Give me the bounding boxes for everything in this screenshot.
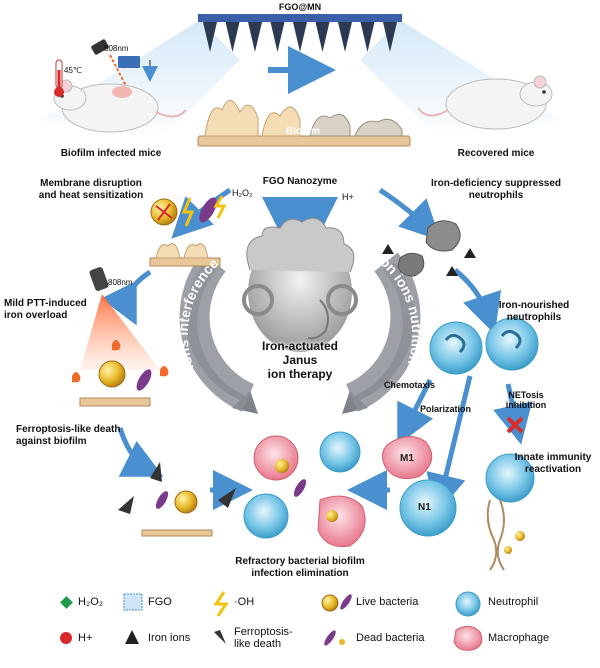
biofilm-base: [197, 100, 411, 147]
membrane-disruption-label: Membrane disruption and heat sensitizati…: [38, 178, 144, 201]
m1-macrophage: [382, 436, 433, 480]
recovered-mice-caption: Recovered mice: [457, 148, 535, 159]
legend-iron-ions: Iron ions: [148, 632, 191, 644]
microneedle-device: [198, 14, 402, 52]
fgo-icon: [123, 593, 143, 611]
microneedle: [383, 22, 397, 52]
iron-nourished-label: Iron-nourished neutrophils: [498, 300, 570, 323]
mild-ptt-label: Mild PTT-induced iron overload: [4, 298, 87, 321]
neutrophil-pair: [429, 317, 539, 375]
laser-label-top: 808nm: [104, 44, 129, 53]
thermometer: [54, 59, 64, 97]
legend-macrophage: Macrophage: [488, 632, 550, 644]
legend-neutrophil: Neutrophil: [488, 596, 539, 608]
legend-hydroxyl: ·OH: [234, 596, 255, 608]
laser-ptt: [72, 267, 169, 407]
microneedle: [315, 22, 330, 52]
n1-neutrophil: [399, 479, 457, 537]
legend-fgo: FGO: [148, 596, 172, 608]
microneedle: [338, 22, 352, 52]
iron-deficiency-label: Iron-deficiency suppressed neutrophils: [430, 178, 562, 201]
legend-icons: [60, 591, 483, 651]
infected-mice-caption: Biofilm infected mice: [60, 148, 162, 159]
microneedle: [360, 22, 375, 52]
macrophage-icon: [453, 626, 483, 651]
ferroptosis-scene: [118, 462, 236, 537]
temperature-label: 45℃: [64, 66, 82, 75]
microneedle: [203, 22, 217, 52]
microneedle: [270, 22, 285, 52]
elimination-label: Refractory bacterial biofilm infection e…: [235, 556, 365, 579]
iron-deficiency-scene: [382, 220, 476, 277]
legend-ferroptosis: Ferroptosis- like death: [234, 626, 293, 651]
m1-label: M1: [400, 453, 414, 464]
netosis-label: NETosis inhibition: [505, 390, 547, 411]
membrane-scene: [149, 195, 227, 267]
iron-ion-icon: [125, 630, 139, 644]
polarization-label: Polarization: [420, 404, 472, 414]
recovered-mouse: [417, 75, 553, 130]
proton-icon: [60, 632, 72, 644]
hplus-label: H+: [342, 192, 354, 202]
dead-bacteria-icon: [324, 630, 345, 646]
janus-head-illustration: [242, 217, 358, 352]
hydroxyl-radical-icon: [213, 591, 229, 617]
laser-top: [91, 39, 140, 87]
microneedle: [225, 22, 240, 52]
h2o2-icon: [60, 596, 73, 609]
microneedle: [293, 22, 307, 52]
laser-label-mid: 808nm: [108, 278, 133, 287]
center-title: Iron-actuated Janus ion therapy: [261, 339, 338, 381]
elimination-cluster: [243, 431, 366, 548]
ferroptosis-label: Ferroptosis-like death against biofilm: [16, 424, 121, 447]
net-scene: [485, 453, 535, 571]
chemotaxis-label: Chemotaxis: [384, 380, 436, 390]
device-label: FGO@MN: [278, 2, 322, 12]
microneedle: [248, 22, 262, 52]
legend-live-bacteria: Live bacteria: [356, 596, 419, 608]
netosis-block-icon: [506, 416, 524, 434]
legend-h2o2: H₂O₂: [78, 596, 104, 608]
n1-label: N1: [418, 502, 431, 513]
live-bacteria-icon: [321, 594, 352, 612]
biofilm-label: Biofilm: [286, 126, 320, 137]
h2o2-label: H₂O₂: [232, 188, 253, 198]
neutrophil-icon: [455, 591, 481, 617]
nanozyme-label: FGO Nanozyme: [262, 176, 338, 187]
legend-dead-bacteria: Dead bacteria: [356, 632, 425, 644]
innate-immunity-label: Innate immunity reactivation: [514, 452, 592, 475]
ferroptosis-icon: [214, 630, 226, 644]
legend-proton: H+: [78, 632, 93, 644]
